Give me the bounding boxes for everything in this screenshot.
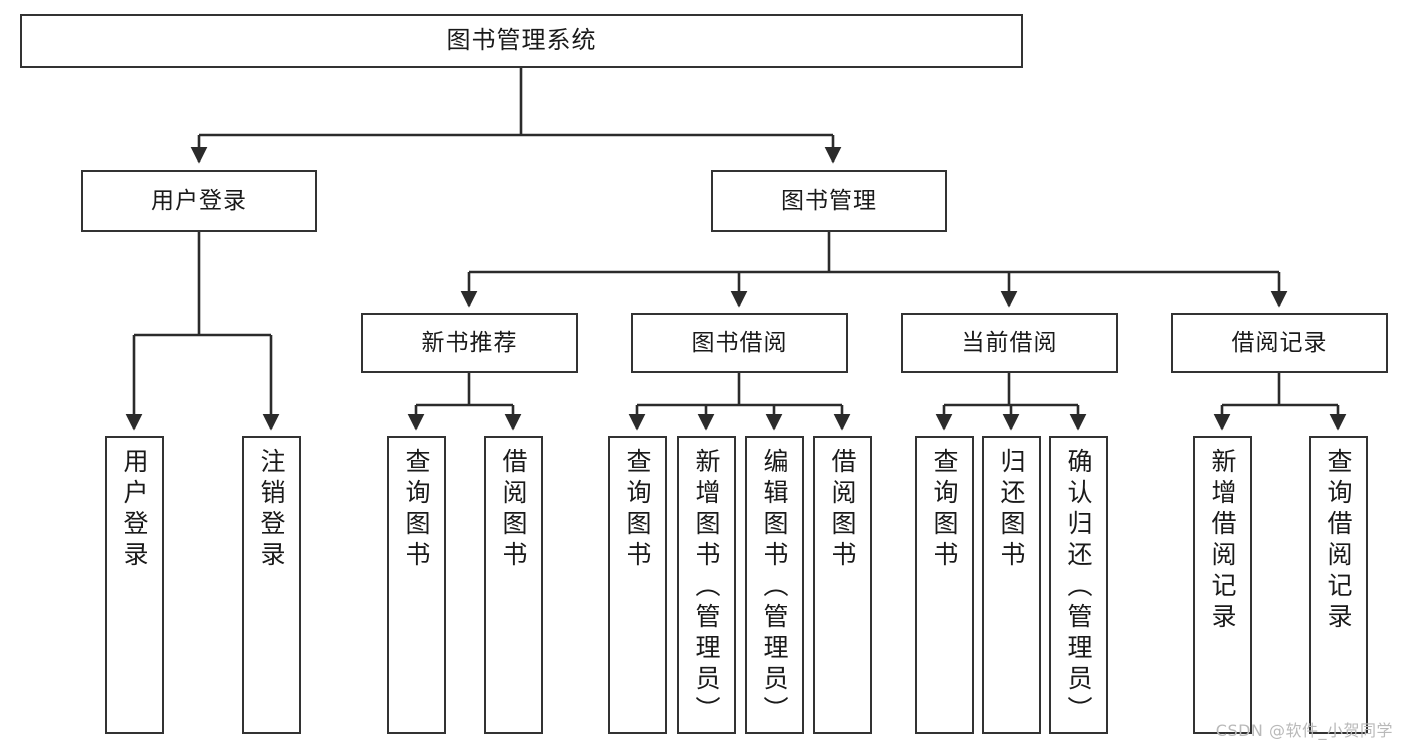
node-label: 确认归还（管理员）	[1064, 448, 1093, 727]
node-root-system[interactable]: 图书管理系统	[20, 14, 1023, 68]
leaf-book-borrow-edit-admin[interactable]: 编辑图书（管理员）	[745, 436, 804, 734]
node-current-borrow[interactable]: 当前借阅	[901, 313, 1118, 373]
node-label: 编辑图书（管理员）	[760, 448, 789, 727]
node-label: 归还图书	[997, 448, 1026, 572]
node-user-login[interactable]: 用户登录	[81, 170, 317, 232]
leaf-user-login-signin[interactable]: 用户登录	[105, 436, 164, 734]
node-label: 用户登录	[120, 448, 149, 572]
leaf-current-borrow-return[interactable]: 归还图书	[982, 436, 1041, 734]
node-label: 新书推荐	[421, 329, 518, 356]
node-label: 新增借阅记录	[1208, 448, 1237, 634]
node-label: 查询图书	[623, 448, 652, 572]
node-label: 图书管理系统	[446, 26, 597, 55]
node-label: 新增图书（管理员）	[692, 448, 721, 727]
node-label: 借阅记录	[1231, 329, 1328, 356]
node-label: 借阅图书	[499, 448, 528, 572]
node-book-borrow[interactable]: 图书借阅	[631, 313, 848, 373]
leaf-borrow-record-add[interactable]: 新增借阅记录	[1193, 436, 1252, 734]
node-label: 查询图书	[930, 448, 959, 572]
node-label: 当前借阅	[961, 329, 1058, 356]
node-label: 图书管理	[781, 187, 877, 214]
leaf-current-borrow-confirm-admin[interactable]: 确认归还（管理员）	[1049, 436, 1108, 734]
leaf-book-borrow-add-admin[interactable]: 新增图书（管理员）	[677, 436, 736, 734]
node-book-management[interactable]: 图书管理	[711, 170, 947, 232]
leaf-borrow-record-query[interactable]: 查询借阅记录	[1309, 436, 1368, 734]
leaf-book-borrow-borrow[interactable]: 借阅图书	[813, 436, 872, 734]
leaf-new-book-query[interactable]: 查询图书	[387, 436, 446, 734]
node-new-book-recommend[interactable]: 新书推荐	[361, 313, 578, 373]
csdn-watermark: CSDN @软件_小贺同学	[1215, 721, 1393, 740]
leaf-user-login-signout[interactable]: 注销登录	[242, 436, 301, 734]
node-label: 注销登录	[257, 448, 286, 572]
node-label: 用户登录	[151, 187, 247, 214]
node-borrow-record[interactable]: 借阅记录	[1171, 313, 1388, 373]
node-label: 借阅图书	[828, 448, 857, 572]
node-label: 查询图书	[402, 448, 431, 572]
leaf-book-borrow-query[interactable]: 查询图书	[608, 436, 667, 734]
node-label: 查询借阅记录	[1324, 448, 1353, 634]
leaf-current-borrow-query[interactable]: 查询图书	[915, 436, 974, 734]
node-label: 图书借阅	[691, 329, 788, 356]
leaf-new-book-borrow[interactable]: 借阅图书	[484, 436, 543, 734]
